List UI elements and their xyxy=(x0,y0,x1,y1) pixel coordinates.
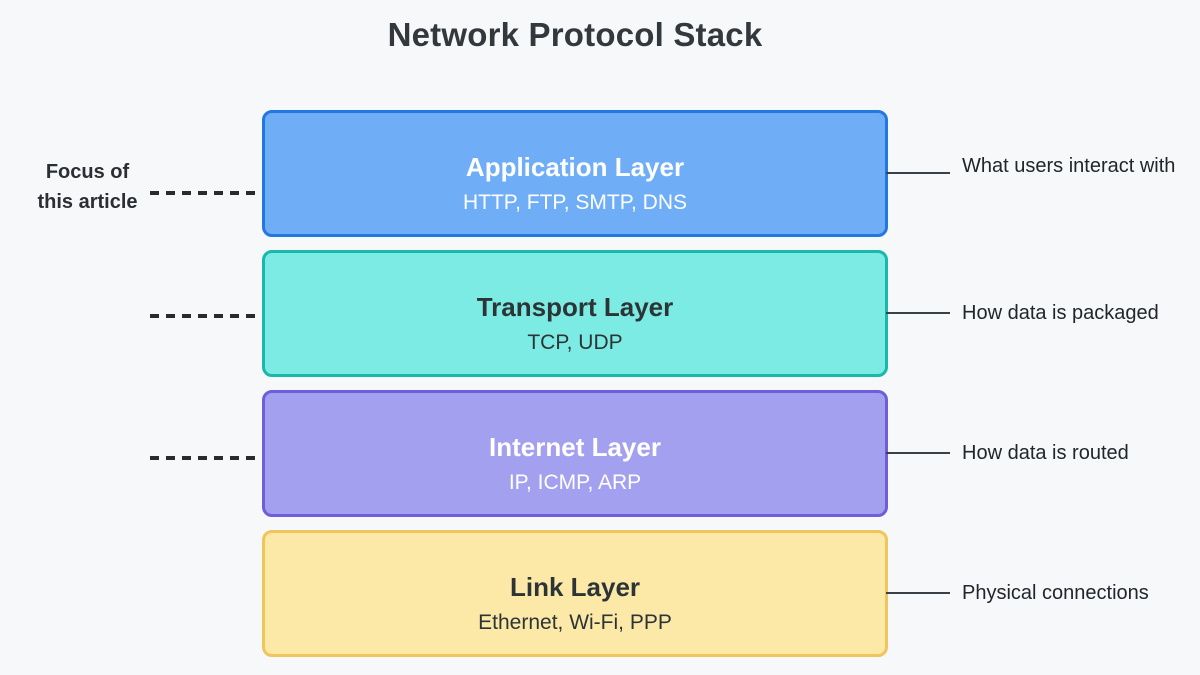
layer-protocols: Ethernet, Wi-Fi, PPP xyxy=(478,610,672,634)
layer-annotation-application: What users interact with xyxy=(962,155,1176,177)
layer-box-link: Link Layer Ethernet, Wi-Fi, PPP xyxy=(262,530,888,657)
layer-annotation-internet: How data is routed xyxy=(962,442,1129,464)
page-title: Network Protocol Stack xyxy=(387,16,763,53)
focus-label-line1: Focus of xyxy=(45,161,130,183)
layer-protocols: HTTP, FTP, SMTP, DNS xyxy=(462,190,688,214)
layer-title: Link Layer xyxy=(509,572,641,603)
layer-annotation-transport: How data is packaged xyxy=(962,302,1159,324)
layer-protocols: IP, ICMP, ARP xyxy=(508,470,642,494)
layer-title: Internet Layer xyxy=(489,432,661,463)
layer-box-internet: Internet Layer IP, ICMP, ARP xyxy=(262,390,888,517)
layer-protocols: TCP, UDP xyxy=(527,330,623,354)
layer-box-application: Application Layer HTTP, FTP, SMTP, DNS xyxy=(262,110,888,237)
layer-box-transport: Transport Layer TCP, UDP xyxy=(262,250,888,377)
focus-dash-line-transport xyxy=(150,314,262,318)
layer-title: Application Layer xyxy=(465,152,685,183)
layer-annotation-link: Physical connections xyxy=(962,582,1149,604)
focus-label: Focus of this article xyxy=(25,157,150,217)
connector-line-application xyxy=(886,172,950,174)
focus-dash-line-internet xyxy=(150,456,262,460)
layer-title: Transport Layer xyxy=(476,292,674,323)
connector-line-transport xyxy=(886,312,950,314)
focus-dash-line-application xyxy=(150,191,262,195)
focus-label-line2: this article xyxy=(37,191,138,213)
connector-line-link xyxy=(886,592,950,594)
connector-line-internet xyxy=(886,452,950,454)
